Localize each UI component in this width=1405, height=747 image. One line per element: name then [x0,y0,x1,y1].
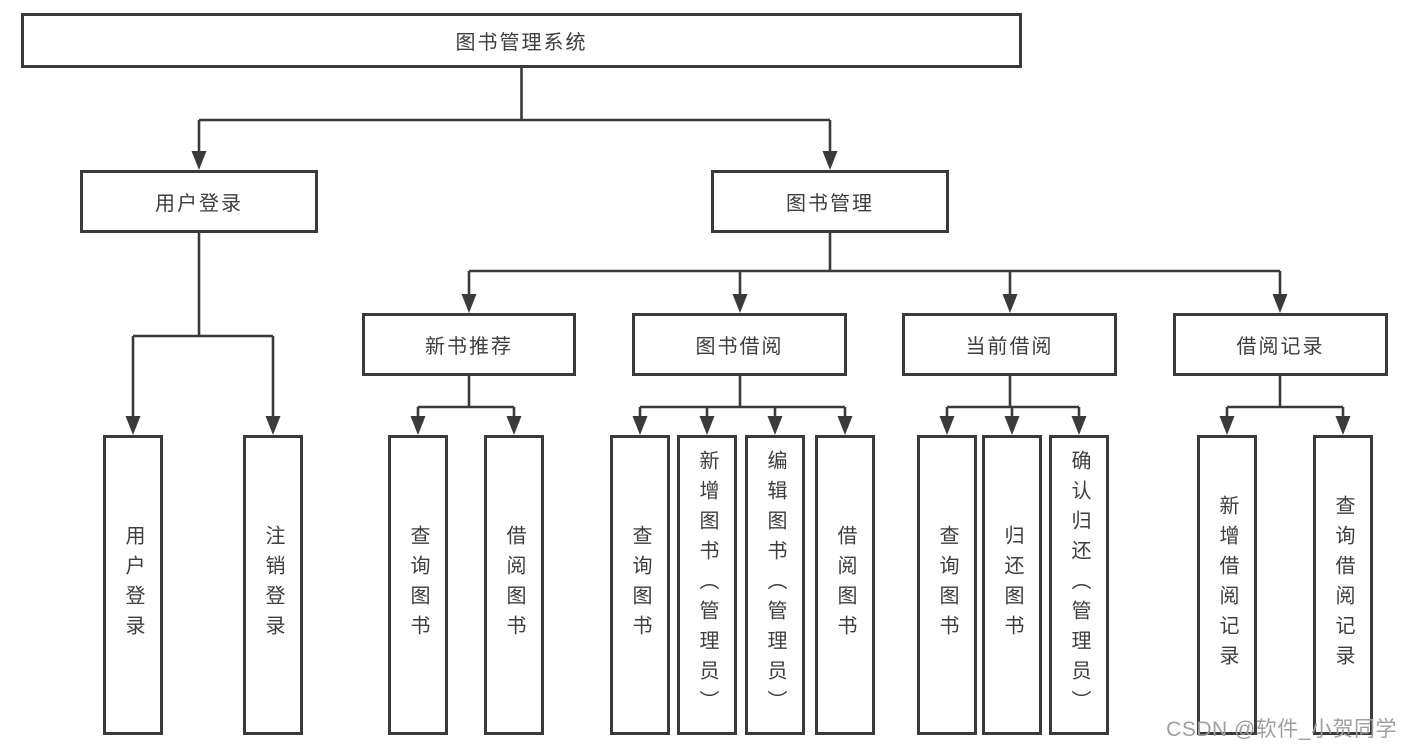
node-label: 用户登录 [155,193,243,215]
node-label: 查询图书 [407,525,429,645]
leaf-return-books: 归还图书 [982,435,1042,735]
node-label: 编辑图书（管理员） [764,450,786,720]
leaf-edit-books-admin: 编辑图书（管理员） [745,435,805,735]
node-label: 图书管理 [786,193,874,215]
node-current-borrow: 当前借阅 [902,313,1117,376]
node-borrow-records: 借阅记录 [1173,313,1388,376]
leaf-user-login: 用户登录 [103,435,163,735]
node-label: 查询图书 [936,525,958,645]
leaf-query-books-recommend: 查询图书 [388,435,448,735]
node-label: 用户登录 [122,525,144,645]
leaf-add-books-admin: 新增图书（管理员） [677,435,737,735]
leaf-query-books-borrow: 查询图书 [610,435,670,735]
node-label: 当前借阅 [965,336,1054,358]
node-label: 注销登录 [262,525,284,645]
leaf-logout-login: 注销登录 [243,435,303,735]
leaf-borrow-books-recommend: 借阅图书 [484,435,544,735]
node-book-borrow: 图书借阅 [632,313,847,376]
node-label: 新增图书（管理员） [696,450,718,720]
leaf-borrow-books: 借阅图书 [815,435,875,735]
leaf-confirm-return-admin: 确认归还（管理员） [1049,435,1109,735]
node-label: 图书借阅 [695,336,784,358]
leaf-query-books-current: 查询图书 [917,435,977,735]
node-label: 查询图书 [629,525,651,645]
leaf-add-borrow-record: 新增借阅记录 [1197,435,1257,735]
node-label: 借阅记录 [1236,336,1325,358]
node-label: 归还图书 [1001,525,1023,645]
node-label: 确认归还（管理员） [1068,450,1090,720]
node-label: 新增借阅记录 [1216,495,1238,675]
leaf-query-borrow-record: 查询借阅记录 [1313,435,1373,735]
node-label: 图书管理系统 [455,32,588,54]
node-new-book-recommend: 新书推荐 [362,313,576,376]
node-label: 借阅图书 [503,525,525,645]
node-label: 查询借阅记录 [1332,495,1354,675]
node-user-login: 用户登录 [80,170,318,233]
node-label: 借阅图书 [834,525,856,645]
node-library-system: 图书管理系统 [21,13,1022,68]
node-book-management: 图书管理 [711,170,949,233]
node-label: 新书推荐 [425,336,513,358]
watermark: CSDN @软件_小贺同学 [1166,718,1397,741]
